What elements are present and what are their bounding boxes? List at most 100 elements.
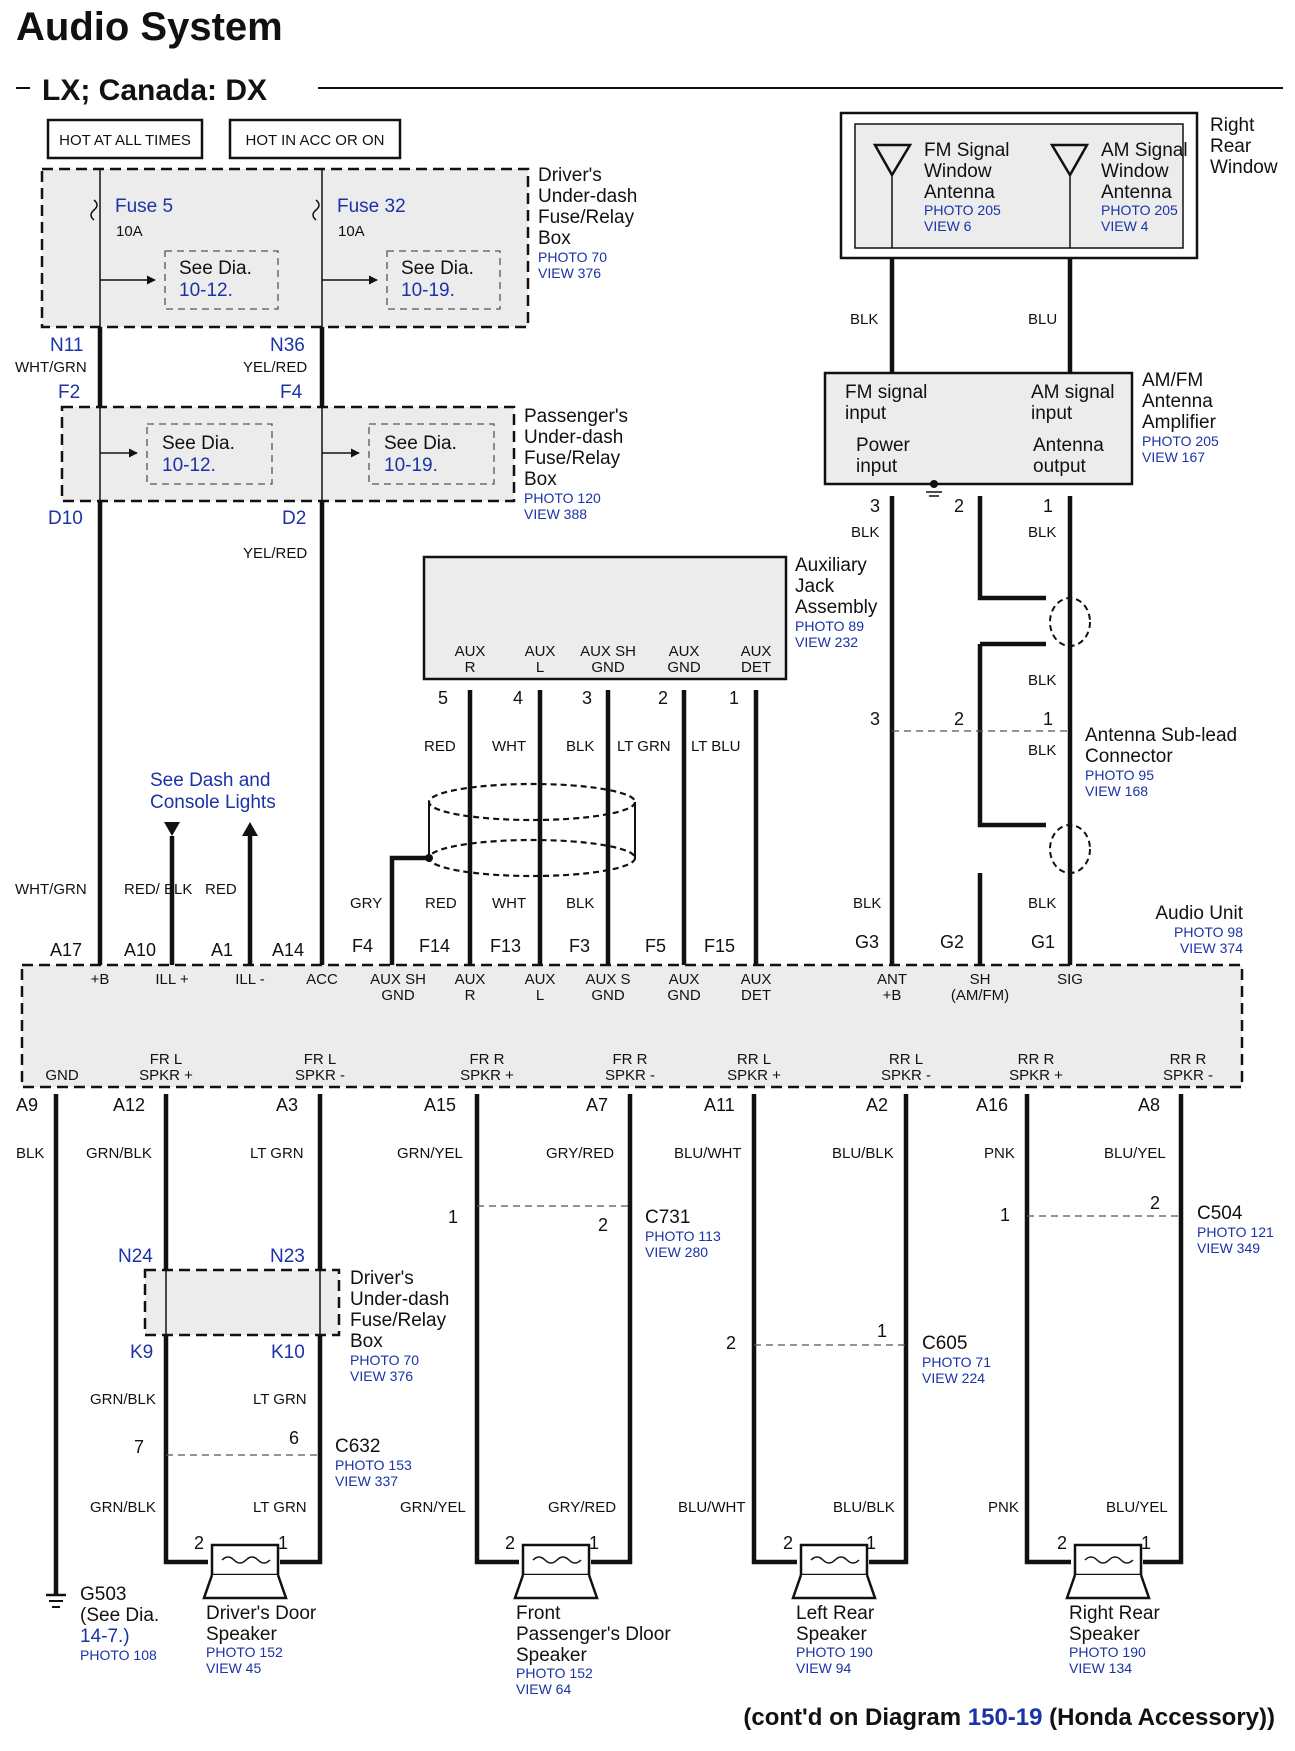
svg-text:4: 4 <box>513 688 523 708</box>
svg-text:PHOTO 89: PHOTO 89 <box>795 618 864 634</box>
svg-text:AUX: AUX <box>525 643 556 660</box>
svg-text:1: 1 <box>1043 496 1053 516</box>
svg-text:AUX: AUX <box>741 971 772 988</box>
svg-text:Driver's Door: Driver's Door <box>206 1603 317 1624</box>
svg-text:10-19.: 10-19. <box>384 455 438 476</box>
svg-text:Driver's: Driver's <box>538 165 602 186</box>
svg-text:LT GRN: LT GRN <box>617 738 671 755</box>
svg-text:See Dia.: See Dia. <box>384 433 457 454</box>
svg-text:output: output <box>1033 456 1087 477</box>
svg-text:PHOTO 190: PHOTO 190 <box>796 1644 873 1660</box>
svg-text:PHOTO 205: PHOTO 205 <box>924 202 1001 218</box>
svg-text:K9: K9 <box>130 1342 153 1363</box>
svg-text:VIEW 134: VIEW 134 <box>1069 1660 1132 1676</box>
svg-text:Speaker: Speaker <box>516 1645 587 1666</box>
svg-text:PHOTO 153: PHOTO 153 <box>335 1457 412 1473</box>
svg-text:2: 2 <box>1150 1193 1160 1213</box>
svg-text:Under-dash: Under-dash <box>524 427 623 448</box>
svg-text:PHOTO 120: PHOTO 120 <box>524 490 601 506</box>
svg-text:1: 1 <box>866 1533 876 1553</box>
svg-text:BLU/YEL: BLU/YEL <box>1106 1499 1168 1516</box>
svg-text:F13: F13 <box>490 936 521 956</box>
svg-text:SIG: SIG <box>1057 971 1083 988</box>
svg-text:GRN/YEL: GRN/YEL <box>397 1145 463 1162</box>
svg-text:GND: GND <box>381 987 415 1004</box>
svg-text:+B: +B <box>883 987 902 1004</box>
svg-text:VIEW 374: VIEW 374 <box>1180 940 1243 956</box>
svg-text:Speaker: Speaker <box>206 1624 277 1645</box>
aux-jack-assembly: AUX R AUX L AUX SH GND AUX GND AUX DET A… <box>422 555 878 681</box>
svg-text:input: input <box>1031 403 1073 424</box>
svg-text:RR R: RR R <box>1170 1051 1207 1068</box>
svg-text:WHT: WHT <box>492 895 526 912</box>
svg-text:PHOTO 71: PHOTO 71 <box>922 1354 991 1370</box>
svg-text:AUX: AUX <box>741 643 772 660</box>
svg-text:A14: A14 <box>272 940 304 960</box>
fuse-32-amps: 10A <box>338 223 365 240</box>
svg-text:RED: RED <box>205 881 237 898</box>
svg-text:AUX S: AUX S <box>585 971 630 988</box>
svg-text:GRN/BLK: GRN/BLK <box>90 1391 156 1408</box>
svg-text:A1: A1 <box>211 940 233 960</box>
svg-text:GND: GND <box>667 659 701 676</box>
svg-text:BLK: BLK <box>851 524 879 541</box>
svg-text:R: R <box>465 659 476 676</box>
ground-g503: G503 (See Dia. 14-7.) PHOTO 108 <box>46 1584 159 1663</box>
svg-text:RR R: RR R <box>1018 1051 1055 1068</box>
svg-text:FR R: FR R <box>613 1051 648 1068</box>
svg-text:Speaker: Speaker <box>796 1624 867 1645</box>
svg-text:Passenger's: Passenger's <box>524 406 628 427</box>
svg-text:1: 1 <box>448 1207 458 1227</box>
svg-text:Antenna: Antenna <box>1142 391 1213 412</box>
pin-n11: N11 <box>50 335 83 356</box>
svg-text:Window: Window <box>1210 157 1278 178</box>
svg-text:Power: Power <box>856 435 911 456</box>
svg-text:F4: F4 <box>352 936 373 956</box>
drivers-fuse-box: Fuse 5 10A Fuse 32 10A See Dia. 10-12. S… <box>40 165 637 329</box>
audio-unit-top-terms: +B ILL + ILL - ACC AUX SH GND AUX R AUX … <box>91 971 1083 1004</box>
svg-text:See Dia.: See Dia. <box>179 258 252 279</box>
svg-text:Window: Window <box>1101 161 1169 182</box>
svg-text:SPKR +: SPKR + <box>460 1067 514 1084</box>
svg-text:BLK: BLK <box>1028 524 1056 541</box>
svg-text:SPKR -: SPKR - <box>295 1067 345 1084</box>
svg-text:FR L: FR L <box>304 1051 337 1068</box>
svg-text:Speaker: Speaker <box>1069 1624 1140 1645</box>
svg-text:BLK: BLK <box>566 738 594 755</box>
svg-text:BLK: BLK <box>1028 895 1056 912</box>
connector-c504: C504 <box>1197 1203 1243 1224</box>
svg-text:See Dia.: See Dia. <box>401 258 474 279</box>
svg-text:Assembly: Assembly <box>795 597 878 618</box>
svg-text:AUX: AUX <box>525 971 556 988</box>
svg-text:Right Rear: Right Rear <box>1069 1603 1160 1624</box>
svg-text:WHT/GRN: WHT/GRN <box>15 359 87 376</box>
svg-text:2: 2 <box>783 1533 793 1553</box>
svg-text:Amplifier: Amplifier <box>1142 412 1217 433</box>
svg-text:AUX SH: AUX SH <box>370 971 426 988</box>
svg-text:F5: F5 <box>645 936 666 956</box>
svg-text:10-19.: 10-19. <box>401 280 455 301</box>
svg-text:ILL -: ILL - <box>235 971 264 988</box>
svg-text:6: 6 <box>289 1428 299 1448</box>
svg-text:ILL +: ILL + <box>155 971 188 988</box>
svg-text:RED: RED <box>425 895 457 912</box>
svg-text:G3: G3 <box>855 932 879 952</box>
svg-text:+B: +B <box>91 971 110 988</box>
svg-text:7: 7 <box>134 1437 144 1457</box>
continuation-note: (cont'd on Diagram 150-19 (Honda Accesso… <box>743 1704 1275 1731</box>
svg-text:BLK: BLK <box>16 1145 44 1162</box>
svg-text:DET: DET <box>741 659 771 676</box>
svg-text:PHOTO 152: PHOTO 152 <box>516 1665 593 1681</box>
svg-text:Passenger's Dloor: Passenger's Dloor <box>516 1624 671 1645</box>
svg-text:AUX: AUX <box>455 643 486 660</box>
audio-unit-bottom-pins: A9 A12 A3 A15 A7 A11 A2 A16 A8 <box>16 1095 1160 1115</box>
svg-text:D2: D2 <box>282 508 306 529</box>
svg-text:A8: A8 <box>1138 1095 1160 1115</box>
svg-text:AUX: AUX <box>455 971 486 988</box>
svg-text:SPKR +: SPKR + <box>727 1067 781 1084</box>
svg-text:F4: F4 <box>280 382 303 403</box>
svg-text:F3: F3 <box>569 936 590 956</box>
svg-text:Audio Unit: Audio Unit <box>1155 903 1243 924</box>
svg-text:Rear: Rear <box>1210 136 1252 157</box>
svg-text:SPKR -: SPKR - <box>881 1067 931 1084</box>
